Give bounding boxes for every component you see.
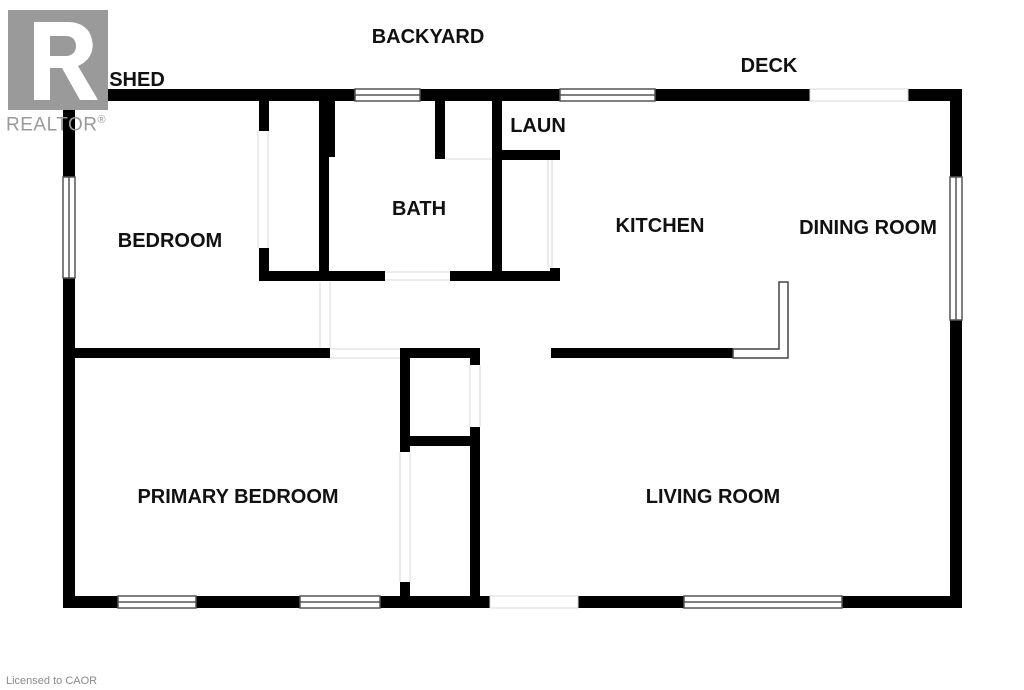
kitchen-counter [732, 281, 789, 359]
license-caption: Licensed to CAOR [6, 675, 98, 687]
label-bedroom: BEDROOM [118, 230, 222, 252]
deck-door [809, 88, 909, 102]
door-openings [257, 88, 909, 609]
window-top-kitchen [559, 88, 656, 102]
realtor-logo-text: REALTOR® [6, 114, 106, 136]
front-door [489, 595, 579, 609]
label-kitchen: KITCHEN [616, 215, 705, 237]
label-bath: BATH [392, 198, 446, 220]
realtor-logo-icon [8, 10, 108, 110]
label-living-room: LIVING ROOM [646, 486, 780, 508]
room-labels: BACKYARD SHED DECK LAUN BATH KITCHEN DIN… [109, 26, 937, 508]
label-deck: DECK [741, 55, 798, 77]
window-right-dining [949, 176, 963, 321]
label-primary-bedroom: PRIMARY BEDROOM [137, 486, 338, 508]
realtor-wordmark: REALTOR [6, 114, 98, 136]
window-bottom-primary-2 [299, 595, 381, 609]
label-dining-room: DINING ROOM [799, 217, 937, 239]
registered-mark: ® [97, 114, 107, 126]
label-laun: LAUN [510, 115, 566, 137]
window-top-bath [354, 88, 421, 102]
window-left-bedroom [62, 176, 76, 279]
interior-walls [75, 101, 733, 608]
outer-walls [63, 89, 962, 608]
label-backyard: BACKYARD [372, 26, 485, 48]
label-shed: SHED [109, 69, 165, 91]
windows [62, 88, 963, 609]
window-bottom-primary-1 [117, 595, 197, 609]
window-bottom-living [683, 595, 843, 609]
